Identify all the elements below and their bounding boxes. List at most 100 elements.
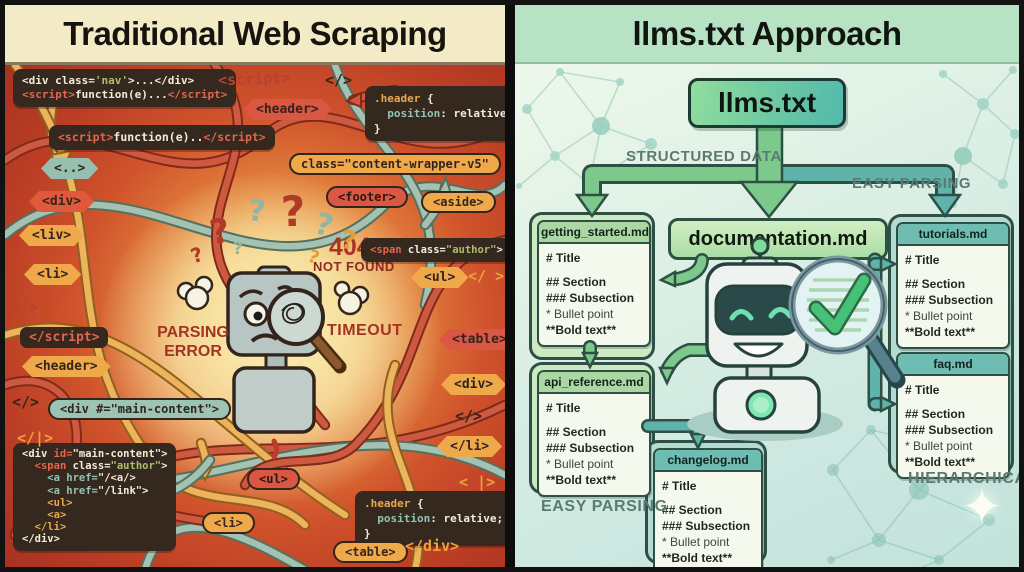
file-card-header: tutorials.md — [898, 224, 1008, 246]
html-tag-label: <header> — [243, 99, 332, 120]
markdown-line: ### Subsection — [546, 291, 635, 305]
markdown-line: **Bold text** — [662, 551, 733, 565]
sparkle-icon: ✦ — [961, 479, 1003, 535]
markdown-line: # Title — [662, 479, 697, 493]
parsing-error-label: PARSING ERROR — [157, 324, 229, 360]
smile-mouth — [733, 342, 784, 358]
red-drip — [271, 438, 279, 460]
html-tag-label: <table> — [439, 329, 505, 350]
html-tag-label: <ul> — [411, 267, 468, 288]
timeout-label: TIMEOUT — [327, 322, 403, 339]
markdown-line: **Bold text** — [905, 325, 976, 339]
file-card-body: # Title ## Section ### Subsection * Bullet … — [539, 394, 649, 495]
happy-eye-left — [729, 309, 754, 321]
markdown-line: * Bullet point — [905, 439, 973, 453]
checkmark-icon — [811, 275, 869, 333]
happy-eye-right — [768, 307, 793, 319]
file-card: changelog.md # Title ## Section ### Subsect… — [653, 448, 763, 567]
html-tag-label: </> — [455, 407, 483, 425]
traditional-scraping-panel: Traditional Web Scraping — [5, 5, 505, 567]
html-tag-label: </|> — [17, 429, 54, 447]
markdown-line: # Title — [546, 401, 581, 415]
worried-brow — [238, 289, 263, 299]
not-found-label: NOT FOUND — [313, 259, 395, 274]
magnifier-handle — [865, 334, 901, 383]
file-card: tutorials.md # Title ## Section ### Subsect… — [896, 222, 1010, 349]
file-card-header: getting_started.md — [539, 222, 649, 244]
markdown-line: **Bold text** — [905, 455, 976, 469]
wire-arrowhead — [344, 91, 362, 109]
file-card-header: changelog.md — [655, 450, 761, 472]
markdown-line: ### Subsection — [546, 441, 635, 455]
markdown-line: ## Section — [662, 503, 723, 517]
html-tag-label: < |> — [459, 473, 496, 491]
code-snippet-box: <script>function(e)..</script> — [49, 125, 275, 150]
html-tag-label: <ul> — [247, 468, 300, 490]
file-card-body: # Title ## Section ### Subsection * Bullet … — [898, 246, 1008, 347]
html-tag-label: class="content-wrapper-v5" — [289, 153, 501, 175]
html-tag-label: </> — [12, 393, 40, 411]
markdown-line: ### Subsection — [905, 293, 994, 307]
markdown-line: ### Subsection — [905, 423, 994, 437]
markdown-line: ## Section — [905, 277, 966, 291]
structured-data-label: STRUCTURED DATA — [626, 148, 782, 165]
markdown-line: ## Section — [546, 425, 607, 439]
llms-txt-sign: llms.txt — [688, 78, 846, 128]
main-arrow-down — [738, 180, 800, 220]
steam-puff-left — [176, 275, 214, 311]
robot-body — [232, 366, 316, 434]
file-card-body: # Title ## Section ### Subsection * Bullet … — [655, 472, 761, 567]
html-tag-label: </> — [325, 71, 353, 89]
easy-parsing-label-bottom: EASY PARSING — [541, 498, 668, 515]
markdown-line: ## Section — [905, 407, 966, 421]
html-tag-label: <li> — [202, 512, 255, 534]
markdown-line: # Title — [905, 253, 940, 267]
markdown-line: # Title — [905, 383, 940, 397]
arrow-to-tutorials — [927, 193, 963, 219]
arrow-to-getting-started — [574, 193, 610, 219]
markdown-line: * Bullet point — [546, 307, 614, 321]
code-snippet-box: <span class="author"> — [361, 238, 505, 262]
markdown-line: **Bold text** — [546, 473, 617, 487]
code-snippet-box: <div class='nav'>...</div><script>functi… — [13, 69, 237, 107]
html-tag-label: <div> — [29, 191, 94, 212]
html-tag-label: <footer> — [326, 186, 408, 208]
panel-divider — [505, 5, 515, 567]
html-tag-label: <liv> — [19, 225, 84, 246]
html-tag-label: </div> — [405, 537, 460, 555]
markdown-line: ### Subsection — [662, 519, 751, 533]
html-tag-label: <script> — [217, 68, 291, 90]
magnifier-icon — [267, 288, 325, 346]
question-mark: ? — [246, 193, 268, 230]
question-mark: ? — [233, 239, 243, 259]
right-header-band: llms.txt Approach — [515, 5, 1019, 64]
code-snippet-box: .header { position: relative;} — [365, 86, 505, 141]
right-title: llms.txt Approach — [632, 14, 903, 52]
question-mark: ? — [280, 186, 307, 237]
frown-mouth — [250, 333, 279, 343]
html-tag-label: </ > — [468, 267, 505, 285]
scribble-icon — [281, 302, 305, 324]
markdown-line: # Title — [546, 251, 581, 265]
llms-txt-panel: llms.txt Approach — [515, 5, 1019, 567]
easy-parsing-label-top: EASY PARSING — [852, 175, 972, 192]
file-card: getting_started.md# Title## Section### S… — [537, 220, 651, 347]
file-card-header: api_reference.md — [539, 372, 649, 394]
html-tag-label: <div> — [441, 374, 505, 395]
html-tag-label: <aside> — [421, 191, 496, 213]
code-snippet-box: .header { position: relative;} — [355, 491, 505, 546]
chaos-illustration: PARSING ERROR TIMEOUT 404 NOT FOUND <div… — [5, 65, 505, 567]
file-card-body: # Title## Section### Subsection* Bullet … — [539, 244, 649, 345]
confused-robot-illustration — [176, 265, 370, 460]
code-snippet-box: <div id="main-content"> <span class="aut… — [13, 443, 177, 551]
left-header-band: Traditional Web Scraping — [5, 5, 505, 65]
file-card: faq.md# Title## Section### Subsection* B… — [896, 352, 1010, 479]
html-tag-label: <table> — [333, 541, 408, 563]
file-card: api_reference.md # Title ## Section ### Sub… — [537, 370, 651, 497]
html-tag-label: <header> — [22, 356, 111, 377]
markdown-line: * Bullet point — [905, 309, 973, 323]
markdown-line: * Bullet point — [662, 535, 730, 549]
hierarchical-label: HIERARCHICAL — [908, 470, 1019, 487]
file-card-body: # Title ## Section ### Subsection * Bullet … — [898, 376, 1008, 477]
markdown-line: * Bullet point — [546, 457, 614, 471]
